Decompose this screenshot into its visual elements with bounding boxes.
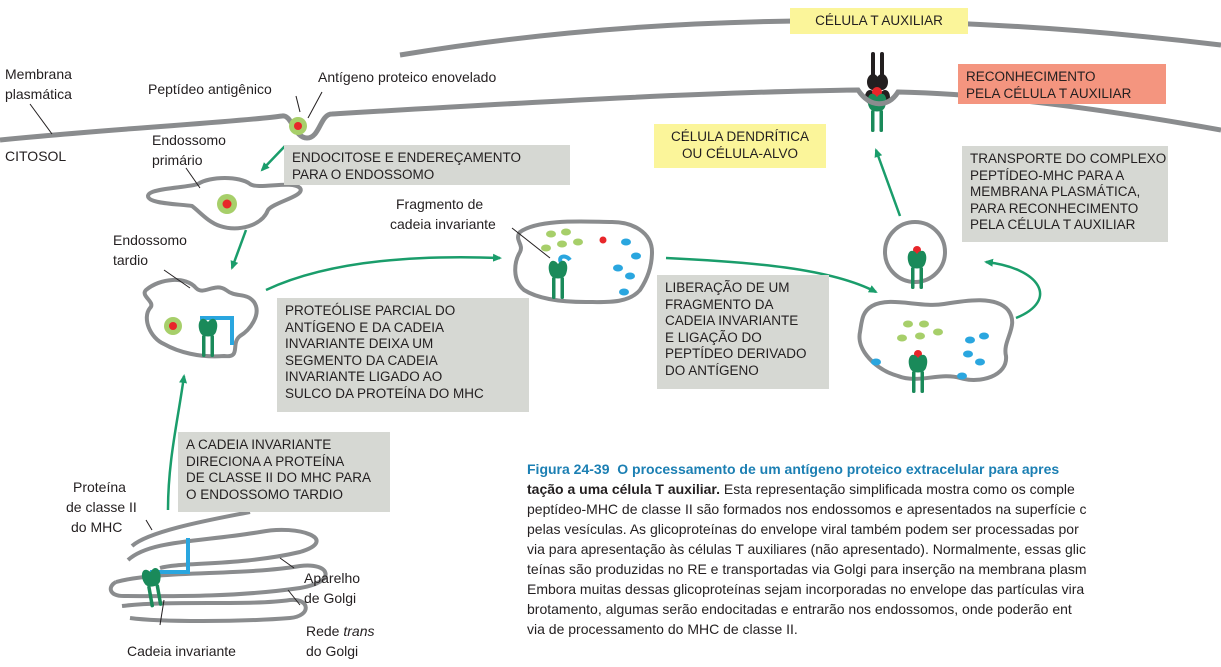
- release-line2: FRAGMENTO DA: [665, 296, 774, 312]
- golgi-apparatus: [108, 510, 328, 623]
- transport-line4: PARA RECONHECIMENTO: [970, 200, 1139, 216]
- fragment-label-line2: cadeia invariante: [390, 216, 496, 232]
- caption-line-1: Figura 24-39 O processamento de um antíg…: [527, 459, 1221, 479]
- figure-title-part2: tação a uma célula T auxiliar.: [527, 481, 720, 497]
- caption-line-4: pelas vesículas. As glicoproteínas do en…: [527, 521, 1079, 537]
- membrane-label-line2: plasmática: [5, 86, 72, 102]
- cytosol-label: CITOSOL: [5, 148, 66, 164]
- proteolysis-line2: ANTÍGENO E DA CADEIA: [285, 319, 445, 335]
- caption-line-5: via para apresentação às células T auxil…: [527, 541, 1087, 557]
- endocytosis-box: ENDOCITOSE E ENDEREÇAMENTO PARA O ENDOSS…: [284, 145, 570, 185]
- directs-line3: DE CLASSE II DO MHC PARA: [186, 470, 372, 485]
- figure-title-part1: O processamento de um antígeno proteico …: [617, 461, 1060, 477]
- caption-line-9: via de processamento do MHC de classe II…: [527, 621, 798, 637]
- folded-antigen-label: Antígeno proteico enovelado: [318, 69, 496, 85]
- late-endosome-label-line1: Endossomo: [113, 232, 187, 248]
- caption-line-6: teínas são produzidas no RE e transporta…: [527, 561, 1087, 577]
- directs-line1: A CADEIA INVARIANTE: [186, 437, 332, 452]
- trans-golgi-label-line2: do Golgi: [306, 643, 358, 659]
- proteolysis-line3: INVARIANTE DEIXA UM: [285, 336, 434, 351]
- recognition-line1: RECONHECIMENTO: [966, 69, 1096, 84]
- early-endosome-label-line1: Endossomo: [152, 132, 226, 148]
- figure-caption: Figura 24-39 O processamento de um antíg…: [527, 459, 1221, 667]
- transport-line3: MEMBRANA PLASMÁTICA,: [970, 184, 1141, 199]
- trans-golgi-rede: Rede: [306, 623, 343, 639]
- pathway-arrows: [166, 145, 1042, 511]
- processing-endosome: [513, 219, 655, 305]
- directs-box: A CADEIA INVARIANTE DIRECIONA A PROTEÍNA…: [178, 432, 390, 512]
- early-endosome-label-line2: primário: [152, 152, 203, 168]
- caption-line-3: peptídeo-MHC de classe II são formados n…: [527, 501, 1087, 517]
- transport-line2: PEPTÍDEO-MHC PARA A: [970, 167, 1125, 183]
- endocytosis-line2: PARA O ENDOSSOMO: [292, 166, 435, 182]
- release-line3: CADEIA INVARIANTE: [665, 313, 799, 328]
- proteolysis-line6: SULCO DA PROTEÍNA DO MHC: [285, 385, 484, 401]
- release-line6: DO ANTÍGENO: [665, 362, 759, 378]
- caption-line-8: brotamento, algumas serão endocitadas e …: [527, 601, 1072, 617]
- proteolysis-line4: SEGMENTO DA CADEIA: [285, 352, 438, 368]
- caption-line-2-rest: Esta representação simplificada mostra c…: [719, 481, 1075, 497]
- late-endosome-label-line2: tardio: [113, 252, 148, 268]
- release-line5: PEPTÍDEO DERIVADO: [665, 346, 807, 361]
- transport-line5: PELA CÉLULA T AUXILIAR: [970, 217, 1136, 232]
- antigen-peptide-label: Peptídeo antigênico: [148, 81, 272, 97]
- caption-line-7: Embora muitas dessas glicoproteínas seja…: [527, 581, 1085, 597]
- directs-line4: O ENDOSSOMO TARDIO: [186, 486, 344, 502]
- golgi-label-line1: Aparelho: [304, 570, 360, 586]
- golgi-label-line2: de Golgi: [304, 590, 356, 606]
- release-line4: E LIGAÇÃO DO: [665, 329, 762, 345]
- trans-golgi-label-line1: Rede trans: [306, 623, 374, 639]
- caption-line-2: tação a uma célula T auxiliar. Esta repr…: [527, 479, 1221, 499]
- transport-line1: TRANSPORTE DO COMPLEXO: [970, 151, 1167, 166]
- directs-line2: DIRECIONA A PROTEÍNA: [186, 453, 345, 469]
- t-helper-cell-text: CÉLULA T AUXILIAR: [815, 13, 943, 28]
- t-helper-cell-box: CÉLULA T AUXILIAR: [790, 8, 968, 34]
- invariant-chain-label: Cadeia invariante: [127, 643, 236, 659]
- dendritic-line1: CÉLULA DENDRÍTICA: [670, 129, 810, 144]
- transport-box: TRANSPORTE DO COMPLEXO PEPTÍDEO-MHC PARA…: [962, 146, 1168, 242]
- release-box: LIBERAÇÃO DE UM FRAGMENTO DA CADEIA INVA…: [657, 275, 829, 389]
- dendritic-cell-box: CÉLULA DENDRÍTICA OU CÉLULA-ALVO: [654, 124, 826, 168]
- proteolysis-box: PROTEÓLISE PARCIAL DO ANTÍGENO E DA CADE…: [277, 298, 529, 412]
- mhc-label-line1: Proteína: [73, 479, 126, 495]
- endocytosis-line1: ENDOCITOSE E ENDEREÇAMENTO: [292, 150, 522, 165]
- recognition-line2: PELA CÉLULA T AUXILIAR: [966, 85, 1132, 101]
- loaded-endosome: [857, 298, 1015, 382]
- figure-number: Figura 24-39: [527, 461, 610, 477]
- mhc-label-line3: do MHC: [71, 519, 122, 535]
- release-line1: LIBERAÇÃO DE UM: [665, 280, 790, 295]
- membrane-label-line1: Membrana: [5, 66, 72, 82]
- trans-golgi-trans: trans: [343, 623, 374, 639]
- fragment-label-line1: Fragmento de: [396, 196, 483, 212]
- mhc-label-line2: de classe II: [66, 499, 137, 515]
- proteolysis-line1: PROTEÓLISE PARCIAL DO: [285, 303, 456, 318]
- proteolysis-line5: INVARIANTE LIGADO AO: [285, 369, 443, 384]
- recognition-box: RECONHECIMENTO PELA CÉLULA T AUXILIAR: [958, 64, 1166, 104]
- dendritic-line2: OU CÉLULA-ALVO: [681, 145, 799, 161]
